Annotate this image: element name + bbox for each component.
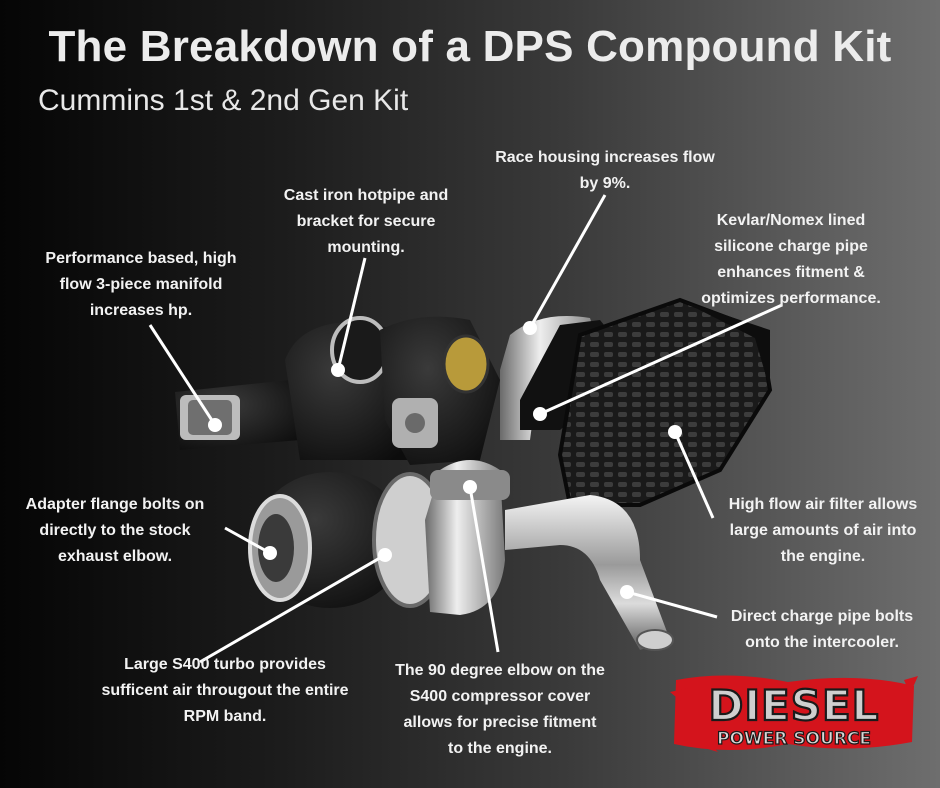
callout-charge-pipe: Kevlar/Nomex lined silicone charge pipe …: [701, 212, 881, 307]
callout-hotpipe: Cast iron hotpipe and bracket for secure…: [283, 187, 449, 256]
diesel-power-source-logo: DIESEL POWER SOURCE: [670, 675, 918, 752]
callout-race-housing: Race housing increases flow by 9%.: [495, 149, 715, 192]
callout-air-filter: High flow air filter allows large amount…: [728, 496, 918, 565]
page-subtitle: Cummins 1st & 2nd Gen Kit: [38, 84, 409, 117]
callout-elbow: The 90 degree elbow on the S400 compress…: [395, 662, 605, 757]
page-title: The Breakdown of a DPS Compound Kit: [48, 22, 892, 71]
direct-charge-pipe: [505, 495, 674, 651]
callout-manifold: Performance based, high flow 3-piece man…: [45, 250, 237, 319]
s400-turbo: [248, 472, 448, 608]
small-turbo: [380, 316, 500, 465]
svg-text:DIESEL: DIESEL: [709, 681, 880, 730]
callout-adapter-flange: Adapter flange bolts on directly to the …: [25, 496, 205, 565]
callout-s400-turbo: Large S400 turbo provides sufficent air …: [101, 656, 349, 725]
callout-direct-pipe: Direct charge pipe bolts onto the interc…: [730, 608, 914, 651]
exhaust-manifold: [175, 380, 300, 450]
callout-dots: [208, 321, 682, 599]
callout-lines: [148, 194, 783, 664]
svg-text:POWER SOURCE: POWER SOURCE: [717, 729, 871, 749]
air-filter: [557, 297, 773, 507]
